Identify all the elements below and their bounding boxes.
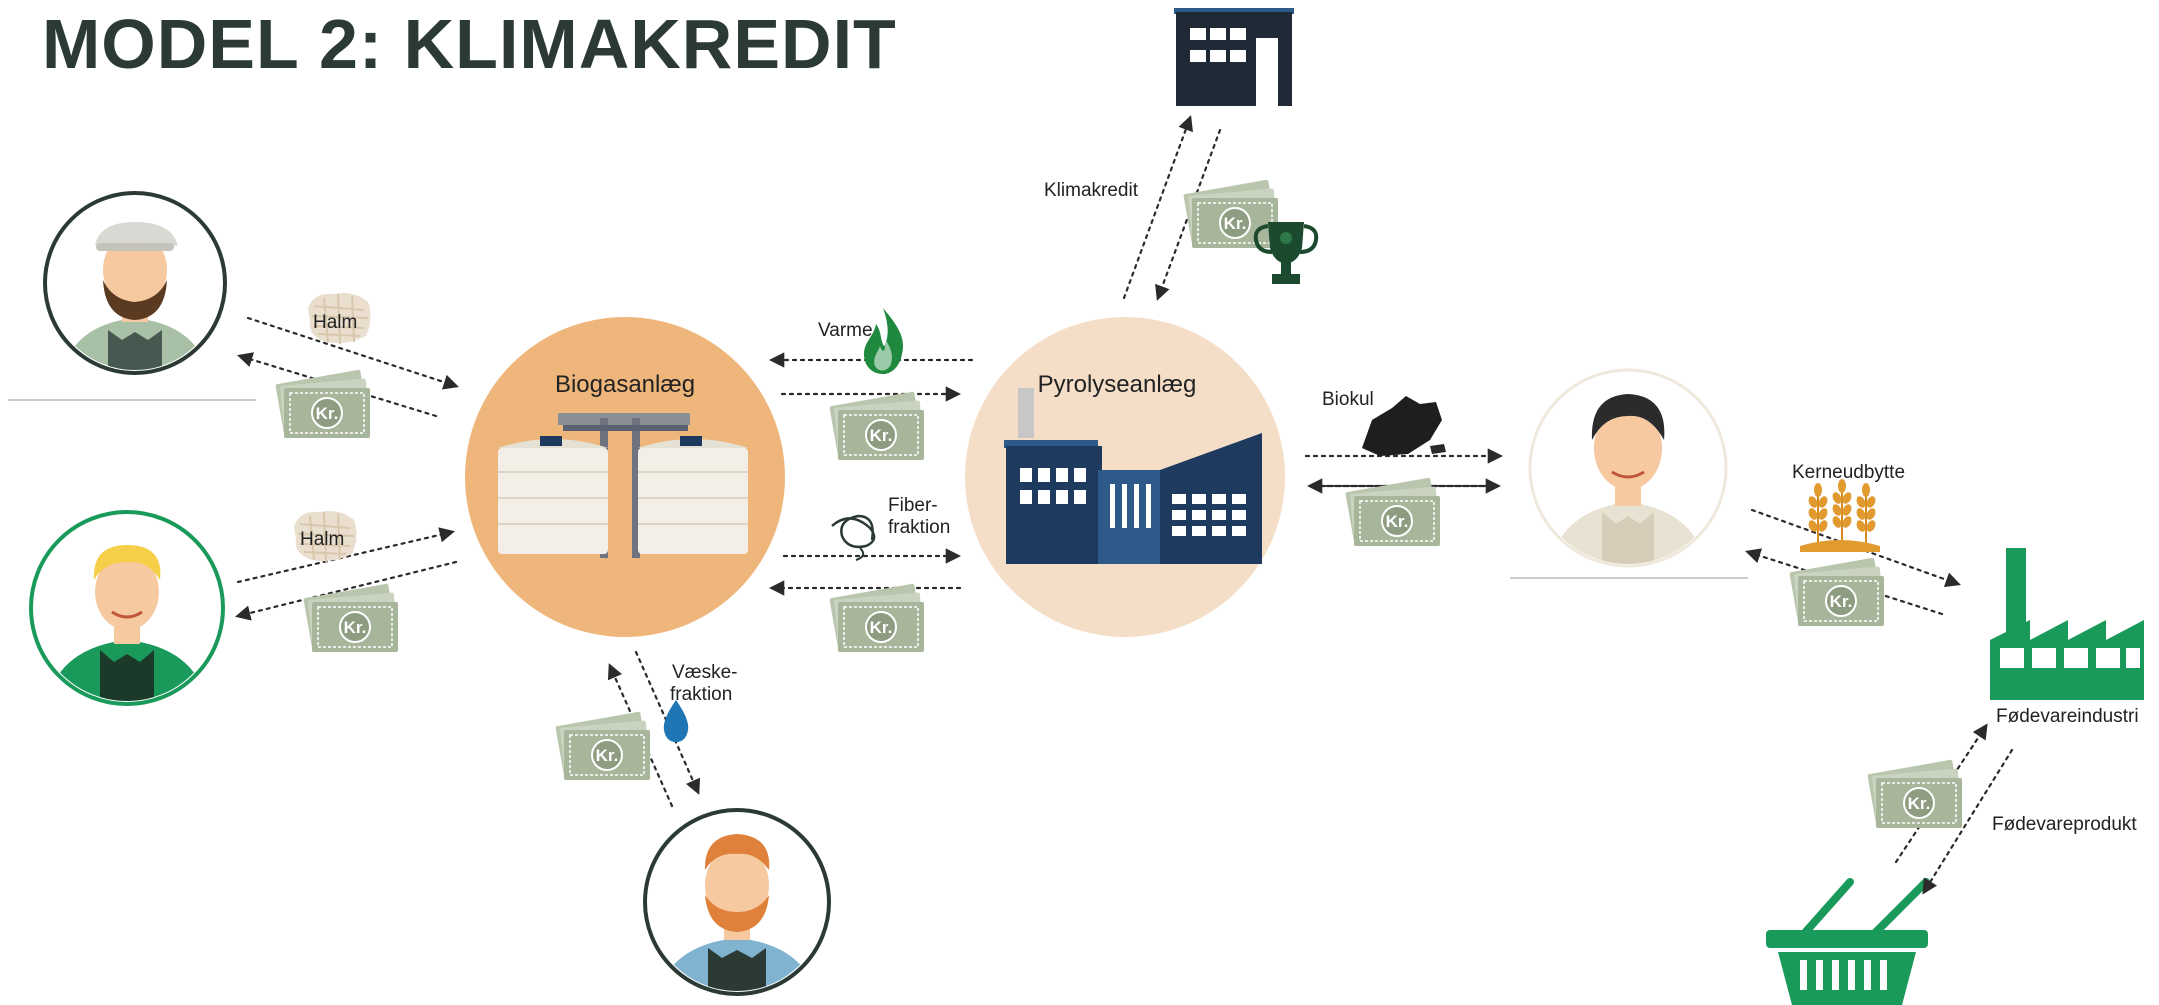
money-icon: Kr. [274,368,372,439]
vaeske-label-line2: fraktion [670,684,732,705]
money-icon: Kr. [1866,758,1964,829]
money-icons: Kr. Kr. Kr. Kr. Kr. Kr. Kr. Kr. Kr. [274,178,1964,829]
money-icon: Kr. [828,390,926,461]
svg-text:Kr.: Kr. [1908,794,1931,813]
halm-top-label: Halm [313,312,357,333]
food-factory-icon [1990,548,2144,700]
pyrolysis-plant: Pyrolyseanlæg [965,317,1285,637]
fiber-label-line2: fraktion [888,517,950,538]
fiber-label-line1: Fiber- [888,495,938,516]
money-icon: Kr. [1182,178,1280,249]
svg-text:Kr.: Kr. [344,618,367,637]
customer-avatar [1528,368,1728,568]
money-icon: Kr. [1344,476,1442,547]
biogas-circle [465,317,785,637]
page-title: MODEL 2: KLIMAKREDIT [42,5,897,83]
farmer-top-avatar [43,191,227,375]
svg-text:Kr.: Kr. [316,404,339,423]
svg-text:Kr.: Kr. [1386,512,1409,531]
money-icon: Kr. [828,582,926,653]
food-industry-label: Fødevareindustri [1996,706,2139,727]
svg-text:Kr.: Kr. [870,618,893,637]
water-drop-icon [663,700,689,742]
halm-bottom-label: Halm [300,529,344,550]
shopping-basket-icon [1766,878,1930,1005]
svg-text:Kr.: Kr. [1830,592,1853,611]
money-icon: Kr. [302,582,400,653]
building-icon [1174,8,1294,106]
varme-label: Varme [818,320,873,341]
flame-icon [864,308,904,374]
wheat-icon [1800,478,1880,552]
pyrolysis-label: Pyrolyseanlæg [1038,371,1197,398]
money-icon: Kr. [1788,556,1886,627]
biokul-label: Biokul [1322,389,1374,410]
coal-icon [1362,396,1446,456]
fiber-icon [831,514,876,561]
trophy-icon [1253,222,1319,284]
biogas-plant: Biogasanlæg [465,317,785,637]
kerneudbytte-label: Kerneudbytte [1792,462,1905,483]
farmer-bottom-avatar [643,808,831,996]
svg-text:Kr.: Kr. [1224,214,1247,233]
biogas-label: Biogasanlæg [555,371,695,398]
biogas-tanks-icon [498,413,748,558]
svg-text:Kr.: Kr. [870,426,893,445]
svg-text:Kr.: Kr. [596,746,619,765]
factory-icon [1004,388,1262,564]
money-icon: Kr. [554,710,652,781]
foedevareprodukt-label: Fødevareprodukt [1992,814,2137,835]
vaeske-label-line1: Væske- [672,662,737,683]
farmer-middle-avatar [29,510,225,706]
klimakredit-label: Klimakredit [1044,180,1139,201]
